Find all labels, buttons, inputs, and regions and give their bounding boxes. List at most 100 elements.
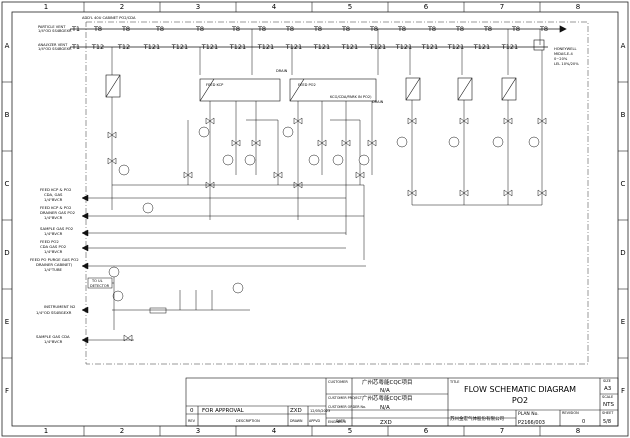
valve-icon (123, 334, 133, 342)
box-label: FEED KCP (206, 83, 224, 87)
tag-t8: T8 (455, 25, 464, 33)
tag-t8: T8 (483, 25, 492, 33)
customer-label: CUSTOMER (328, 380, 348, 384)
valve-icon (537, 117, 547, 125)
valves (107, 117, 547, 342)
gauge-icon (108, 266, 120, 278)
analyzer-box (199, 78, 281, 102)
valve-icon (503, 189, 513, 197)
tag-t121: T121 (421, 43, 438, 51)
scale-value: NTS (603, 402, 614, 408)
drawing-title: FLOW SCHEMATIC DIAGRAM (464, 385, 576, 394)
customer-value: 广州芯粤能CQC项目 (362, 378, 413, 386)
col-rev: REV (188, 419, 196, 423)
project-value: 广州芯粤能CQC项目 (362, 394, 413, 402)
tag-t8: T8 (427, 25, 436, 33)
valve-icon (205, 117, 215, 125)
tag-t8: T8 (369, 25, 378, 33)
tag-t1: T1 (71, 43, 80, 51)
valve-icon (355, 171, 365, 179)
tag-t8: T8 (397, 25, 406, 33)
tag-t121: T121 (257, 43, 274, 51)
analyzer-boxes (105, 39, 545, 102)
tag-t8: T8 (257, 25, 266, 33)
gauge-icon (332, 154, 344, 166)
col-label: 7 (500, 3, 504, 11)
tag-t1: T1 (71, 25, 80, 33)
tag-t121: T121 (369, 43, 386, 51)
row-label: B (621, 111, 626, 119)
col-label: 1 (44, 3, 48, 11)
honeywell-label: 0~20% (554, 57, 568, 61)
valve-icon (503, 117, 513, 125)
inlet-label: CDA, GAS (44, 192, 63, 197)
inlet-label: FEED KCP & PO2 (40, 187, 72, 192)
valve-icon (317, 139, 327, 147)
analyzer-box (105, 74, 121, 98)
plan-value: P2166/003 (518, 420, 545, 426)
honeywell-label: MIDAS-E-4 (554, 52, 573, 56)
drain-label: DRAIN (276, 69, 288, 73)
customer-sub: N/A (380, 388, 390, 394)
inlet-label: 1/4"OD SS4BGEXR (36, 310, 72, 315)
instrument-tees (149, 290, 213, 314)
valve-icon (251, 139, 261, 147)
tag-t12: T12 (117, 43, 130, 51)
honeywell-label: HONEYWELL (554, 47, 577, 51)
row-zone-ticks (2, 81, 628, 359)
valve-icon (273, 171, 283, 179)
legend-line: ADD'L 40U CABINET PO2/CDA (82, 16, 136, 20)
drawing-subtitle: PO2 (512, 396, 528, 405)
analyzer-box (533, 39, 545, 51)
column-zone-ticks (83, 2, 541, 436)
tag-t121: T121 (201, 43, 218, 51)
order-label: CUSTOMER ORDER No. (328, 405, 366, 409)
engineer-label: ENGINEER (328, 420, 347, 424)
pressure-gauges (108, 126, 540, 302)
gauge-icon (528, 136, 540, 148)
tag-t8: T8 (341, 25, 350, 33)
inlet-label: SAMPLE GAS PO2 (40, 226, 74, 231)
ul-label: DETECTOR (90, 284, 110, 288)
valve-icon (459, 189, 469, 197)
title-block-text: CUSTOMER 广州芯粤能CQC项目 N/A CUSTOMER PROJECT… (188, 378, 614, 426)
col-drawn: DRAWN (290, 419, 303, 423)
tag-t8: T8 (313, 25, 322, 33)
inlet-label: FEED PO2 (40, 239, 59, 244)
col-date: DATE (336, 419, 345, 423)
company-name: 苏州金宏气体股份有限公司 (450, 415, 504, 422)
tag-t8: T8 (231, 25, 240, 33)
col-label: 1 (44, 427, 48, 435)
row-label: D (4, 249, 9, 257)
valve-icon (293, 181, 303, 189)
valve-icon (459, 117, 469, 125)
gauge-icon (142, 202, 154, 214)
inlet-label: DRAINER GAS PO2 (40, 210, 76, 215)
valve-icon (407, 189, 417, 197)
header-drops (111, 29, 541, 75)
revision-value: 0 (582, 419, 585, 425)
valve-icon (107, 131, 117, 139)
legend-line: PARTICLE VENT (38, 25, 66, 29)
scale-label: SCALE (602, 395, 613, 399)
inlet-label: SAMPLE GAS CDA (36, 334, 70, 339)
inlet-label: 1/4"BVCR (44, 339, 63, 344)
tag-t8: T8 (155, 25, 164, 33)
inlet-label: 1/4"BVCR (44, 197, 63, 202)
col-label: 3 (196, 3, 200, 11)
box-label: KCG/CDA/PARK IN PO2) (330, 95, 372, 99)
valve-icon (407, 117, 417, 125)
col-label: 6 (424, 3, 429, 11)
size-value: A3 (604, 386, 612, 392)
row-label: C (5, 180, 10, 188)
gauge-icon (358, 154, 370, 166)
tag-t121: T121 (229, 43, 246, 51)
plan-label: PLAN No. (518, 411, 539, 417)
gauge-icon (396, 136, 408, 148)
col-label: 6 (424, 427, 429, 435)
col-label: 2 (120, 3, 124, 11)
tag-t121: T121 (501, 43, 518, 51)
col-appvd: APPVD (309, 419, 320, 423)
